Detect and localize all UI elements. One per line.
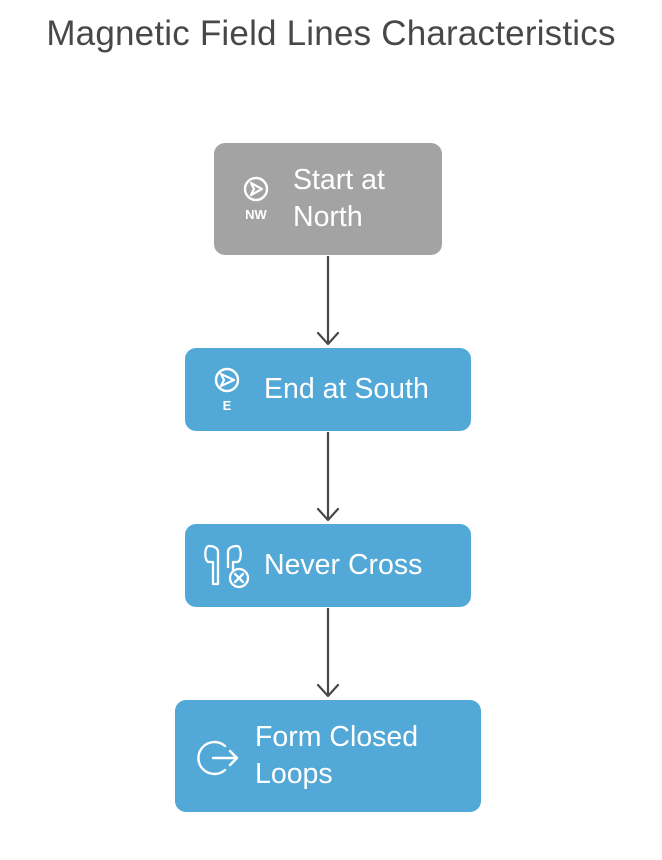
- compass-direction-text: NW: [245, 207, 267, 222]
- compass-east-icon: E: [214, 367, 240, 413]
- node-end-at-south: E End at South: [185, 348, 471, 431]
- edge-south-to-never-cross: [316, 432, 340, 522]
- node-start-at-north: NW Start at North: [214, 143, 442, 255]
- node-form-closed-loops: Form Closed Loops: [175, 700, 481, 812]
- compass-northwest-icon: NW: [243, 176, 269, 222]
- node-never-cross: Never Cross: [185, 524, 471, 607]
- earbuds-cross-icon: [204, 544, 250, 589]
- compass-direction-text: E: [223, 398, 232, 413]
- node-label: Form Closed Loops: [255, 721, 419, 790]
- node-label: End at South: [264, 373, 429, 405]
- node-label: Never Cross: [264, 549, 423, 581]
- loop-arrow-icon: [197, 740, 239, 776]
- edge-never-cross-to-loops: [316, 608, 340, 698]
- edge-north-to-south: [316, 256, 340, 346]
- node-label: Start at North: [293, 164, 385, 233]
- diagram-title: Magnetic Field Lines Characteristics: [46, 14, 616, 53]
